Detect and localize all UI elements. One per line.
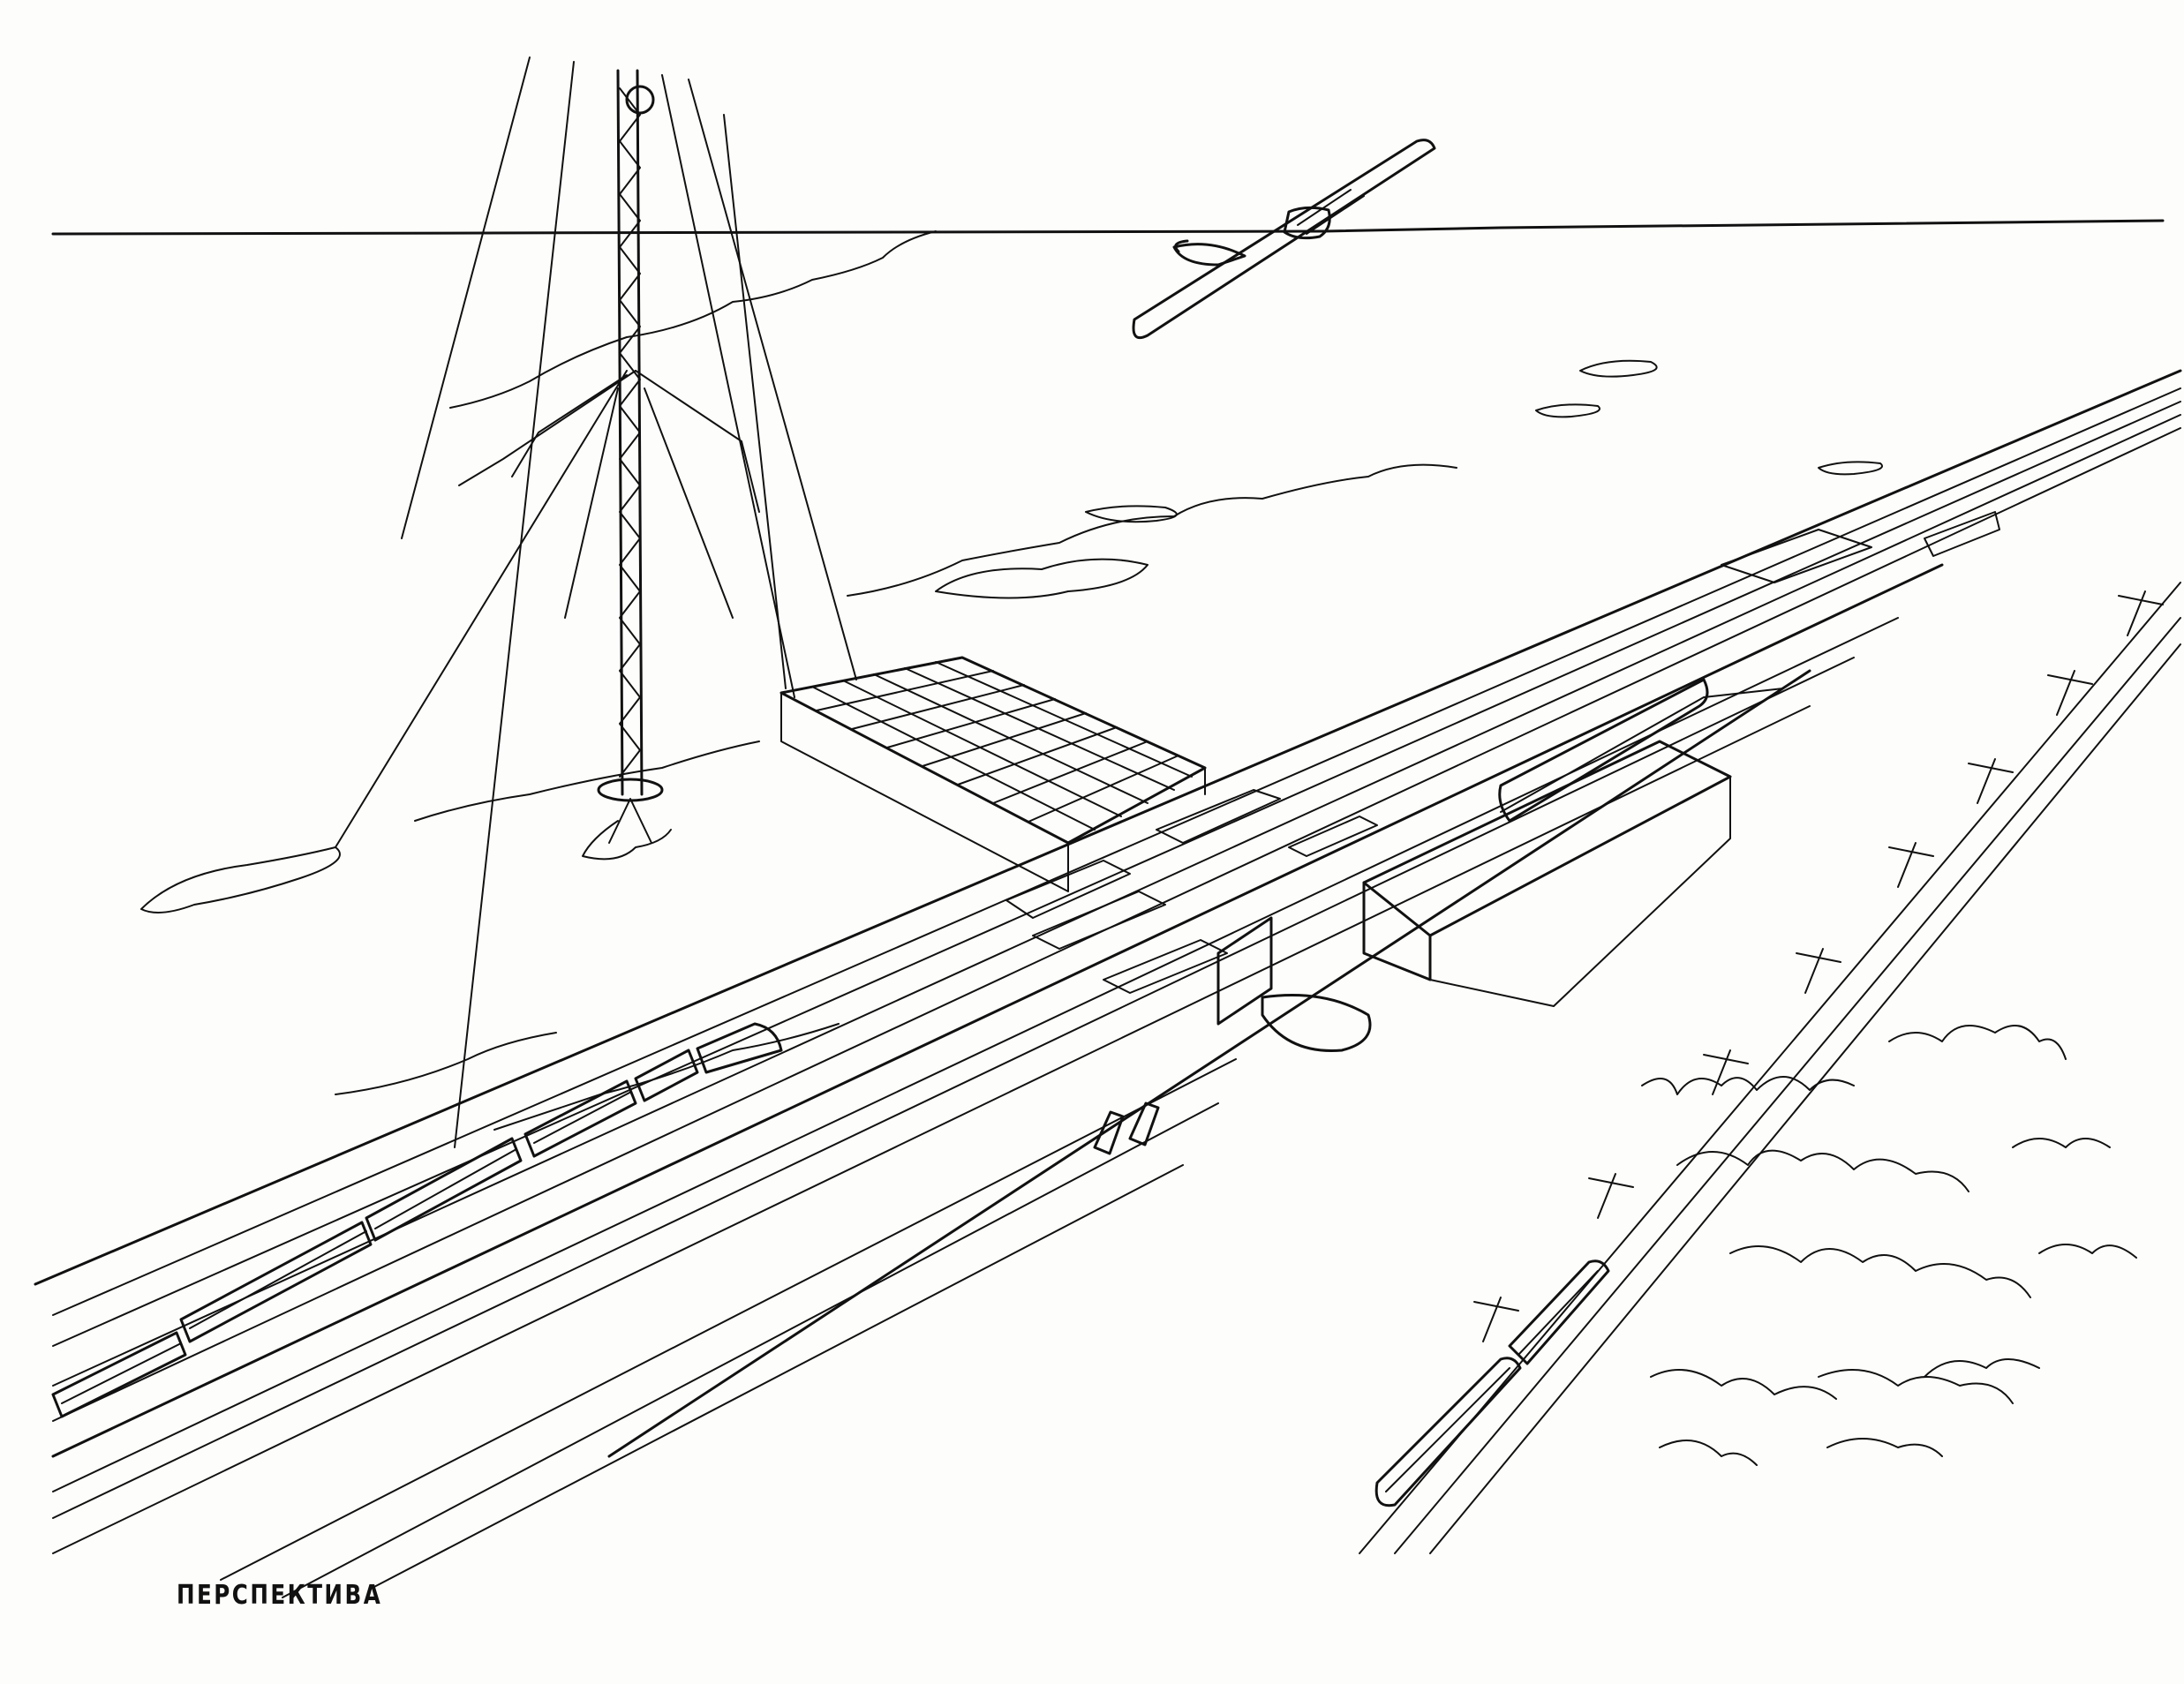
horizon-line xyxy=(51,219,2165,236)
tree-cluster xyxy=(1641,1025,2137,1466)
catenary-masts xyxy=(1473,590,2164,1342)
suburban-train-right xyxy=(1359,582,2181,1554)
drawing-caption: ПЕРСПЕКТИВА xyxy=(177,1580,383,1611)
passenger-train-left xyxy=(51,1022,783,1418)
cars xyxy=(1093,1101,1160,1155)
coastline-contours xyxy=(140,230,1883,1131)
grid-roof-hall xyxy=(779,656,1207,892)
radio-tower xyxy=(335,56,857,1148)
main-railway-tracks xyxy=(34,369,2182,1598)
airplane xyxy=(1132,139,1436,340)
station-buildings xyxy=(1005,511,2000,1052)
